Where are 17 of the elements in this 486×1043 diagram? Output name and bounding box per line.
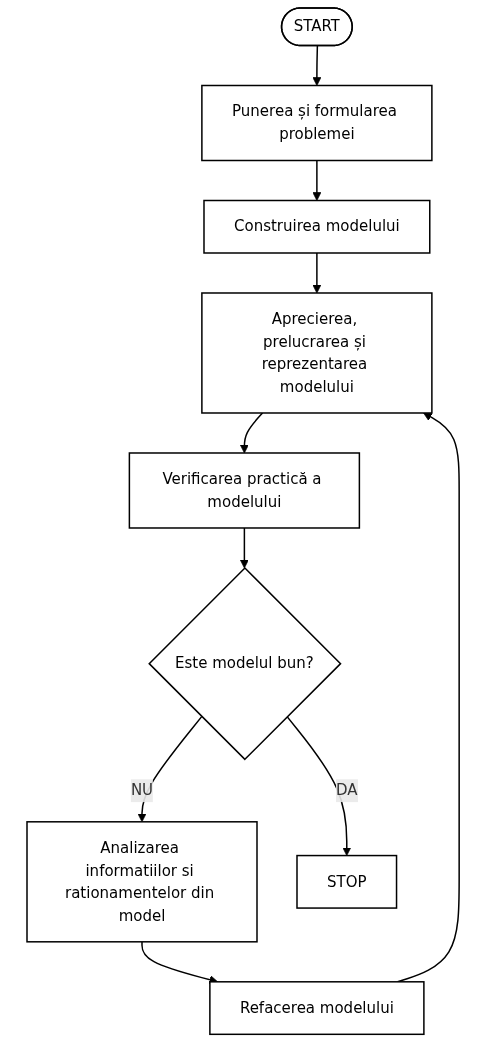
arrow [312,252,322,294]
arrow [312,45,322,86]
arrow [286,715,352,856]
node-box: Refacerea modelului [209,981,425,1036]
node-box: Analizarea informatiilor si rationamentelor din model [26,821,258,943]
arrow [312,159,322,201]
arrow [137,715,203,823]
arrow [239,412,264,454]
edge-label: NU [130,781,154,800]
arrow [239,527,249,569]
node-box: Construirea modelului [203,199,431,254]
node-box: Verificarea practică a modelului [128,452,361,529]
node-box: STOP [296,854,398,909]
node-box: Punerea și formularea problemei [201,84,433,162]
node-diamond: Este modelul bun? [148,566,342,761]
edge-label: DA [335,781,358,800]
node-box: Aprecierea, prelucrarea și reprezentarea modelului [201,292,433,414]
